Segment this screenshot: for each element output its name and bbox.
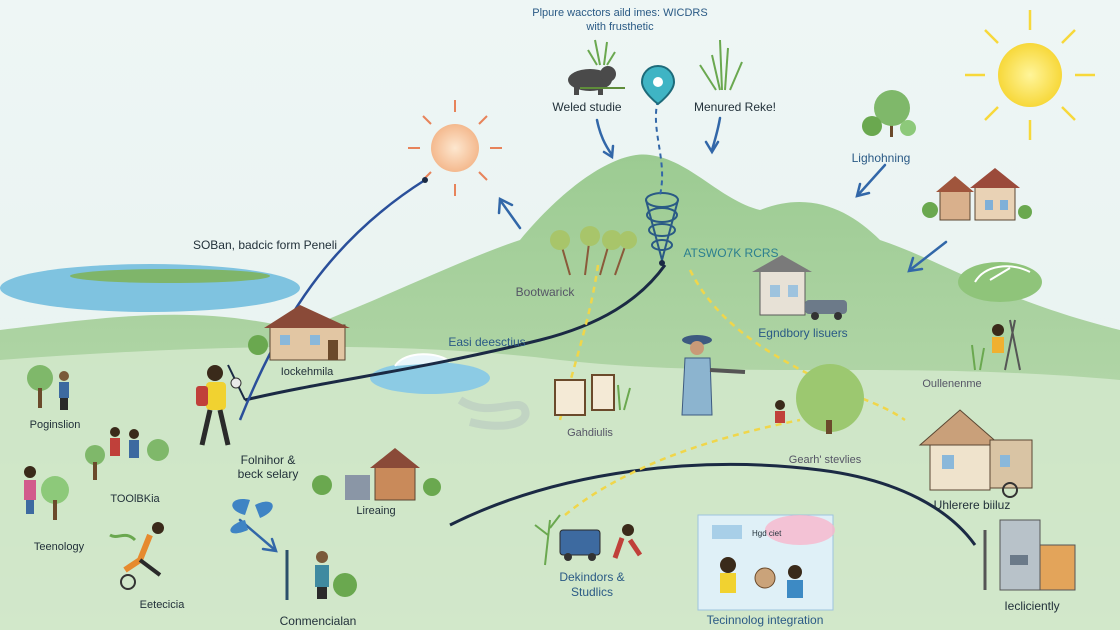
label-techint: Tecinnolog integration — [706, 613, 824, 627]
label-population: Poginslion — [29, 419, 81, 431]
label-engineering: Egndbory lisuers — [758, 326, 848, 340]
label-urban: SOBan, badcic form Peneli — [192, 238, 338, 252]
label-students: Dekindors & Studlics — [559, 570, 625, 599]
label-fountain: Folnihor & beck selary — [237, 453, 299, 481]
label-learning: Lireaing — [356, 505, 396, 517]
title-line-2: with frusthetic — [586, 21, 654, 33]
child-icon — [971, 319, 1021, 371]
wetland-stream — [457, 396, 530, 430]
arrow-icons — [238, 116, 948, 553]
village-icon — [312, 448, 441, 501]
machines-icon — [983, 519, 1076, 591]
label-boatwatch: Bootwarick — [515, 285, 575, 299]
plant-icon — [230, 498, 273, 534]
pond — [370, 362, 490, 394]
sun-icon — [965, 10, 1095, 140]
gallery-icon — [554, 374, 631, 416]
label-toolbox: TOOlBKia — [110, 493, 160, 505]
athlete-icon — [109, 522, 164, 590]
person-antenna-icon — [285, 550, 357, 600]
label-village: Iockehmila — [280, 366, 334, 378]
label-network: ATSWO7K RCRS — [683, 246, 779, 260]
tower-icon — [645, 99, 679, 266]
dark-path-lower — [449, 463, 977, 546]
blue-line — [238, 178, 426, 421]
students-icon — [534, 514, 643, 566]
label-garden: Gearh' stevlies — [788, 454, 862, 466]
building-icon — [752, 255, 847, 320]
label-gallery: Gahdiulis — [567, 427, 613, 439]
location-pin-icon — [640, 64, 676, 106]
label-urbanbuild: Uhlerere biiluz — [933, 498, 1011, 512]
tree-icon — [775, 364, 864, 434]
hiker-icon — [196, 365, 242, 446]
title-line-1: Plpure wacctors aild imes: WICDRS — [532, 7, 708, 19]
house-icon — [248, 305, 350, 361]
label-connection: Conmencialan — [279, 614, 357, 628]
orange-sun-icon — [408, 100, 502, 196]
label-east: Easi deesctius — [448, 335, 526, 349]
label-wetland: Weled studie — [552, 100, 622, 114]
label-outlook: Oullenenme — [922, 378, 982, 390]
label-screen: Hgd ciet — [752, 529, 782, 538]
label-technology: Teenology — [33, 541, 85, 553]
renewable-icon — [958, 262, 1042, 302]
bush-leaves — [550, 226, 637, 250]
trees-icon — [862, 90, 916, 137]
grass-icon — [587, 39, 743, 91]
diagram-title: Plpure wacctors aild imes: WICDRS with f… — [500, 6, 740, 34]
houses-icon — [922, 168, 1032, 221]
classroom-panel — [697, 514, 835, 611]
house-right-icon — [918, 409, 1033, 498]
worker-icon — [681, 335, 746, 416]
label-measured: Menured Reke! — [693, 100, 777, 114]
label-factory: Iecliciently — [1004, 599, 1060, 613]
dark-path-upper — [244, 264, 667, 402]
label-ecoculture: Eetecicia — [139, 599, 185, 611]
people-trees-icon — [24, 365, 169, 520]
island — [70, 269, 270, 283]
label-lighting: Lighohning — [851, 151, 911, 165]
animal-icon — [568, 66, 625, 95]
